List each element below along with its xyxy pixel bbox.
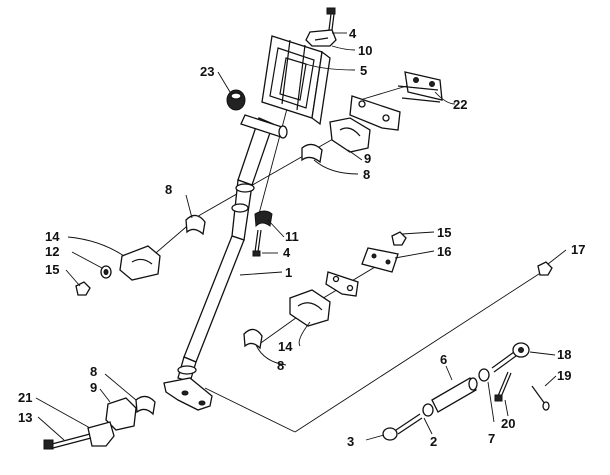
callout-1: 1 (285, 265, 292, 280)
callout-11: 11 (285, 229, 299, 244)
clamp-part-9-lower (105, 397, 137, 431)
rod-end-part-18 (491, 342, 530, 373)
bolt-part-13 (43, 433, 92, 450)
callout-leaders (35, 32, 567, 441)
callout-8-upper-right: 8 (363, 167, 370, 182)
callout-23: 23 (200, 64, 214, 79)
callout-12: 12 (45, 244, 59, 259)
callout-8-upper-left: 8 (165, 182, 172, 197)
callout-8-lower: 8 (90, 364, 97, 379)
callout-4-middle: 4 (283, 245, 291, 260)
callout-2: 2 (430, 434, 437, 449)
bushing-part-8-middle (243, 328, 263, 350)
callout-labels: 1 2 3 4 4 5 6 7 8 8 8 8 9 9 10 11 12 13 … (18, 26, 585, 449)
callout-8-middle: 8 (277, 358, 284, 373)
callout-15-right: 15 (437, 225, 451, 240)
callout-7: 7 (488, 431, 495, 446)
bushing-part-8-left (185, 214, 206, 236)
bracket-part-21 (87, 421, 115, 447)
callout-9-upper: 9 (364, 151, 371, 166)
callout-5: 5 (360, 63, 367, 78)
plate-part-16 (361, 247, 399, 273)
bolt-part-4-top (326, 7, 336, 31)
bolt-part-20 (494, 371, 512, 402)
callout-14-middle: 14 (278, 339, 293, 354)
callout-6: 6 (440, 352, 447, 367)
callout-13: 13 (18, 410, 32, 425)
nut-part-17 (537, 261, 553, 276)
post-base-plate (163, 377, 213, 411)
spacer-part-6 (431, 377, 478, 413)
washer-part-2 (422, 403, 434, 417)
bracket-part-22 (397, 71, 443, 103)
callout-16: 16 (437, 244, 451, 259)
bolt-part-3 (382, 413, 423, 441)
callout-9-lower: 9 (90, 380, 97, 395)
knob-part-23 (226, 89, 246, 111)
middle-plate (325, 271, 359, 297)
callout-17: 17 (571, 242, 585, 257)
pin-part-19 (531, 385, 550, 411)
upper-plate (349, 95, 401, 131)
clamp-part-11 (254, 210, 273, 228)
bolt-part-4-middle (252, 229, 262, 257)
bushing-part-8-upper (301, 143, 323, 164)
nut-part-15-right (391, 231, 407, 246)
callout-19: 19 (557, 368, 571, 383)
washer-part-12 (100, 265, 112, 279)
clamp-part-14-middle (289, 289, 331, 327)
callout-20: 20 (501, 416, 515, 431)
callout-3: 3 (347, 434, 354, 449)
washer-part-7 (478, 368, 490, 382)
callout-10: 10 (358, 43, 372, 58)
callout-18: 18 (557, 347, 571, 362)
callout-4-top: 4 (349, 26, 357, 41)
clamp-part-10 (305, 29, 337, 47)
clamp-part-14-left (119, 245, 161, 281)
callout-14-left: 14 (45, 229, 60, 244)
bushing-part-8-lower (135, 395, 156, 416)
callout-22: 22 (453, 97, 467, 112)
callout-21: 21 (18, 390, 32, 405)
callout-15-left: 15 (45, 262, 59, 277)
steering-post-part-1 (177, 114, 288, 383)
clamp-part-9-upper (329, 117, 371, 153)
handlebar-block-part-5 (261, 35, 331, 126)
